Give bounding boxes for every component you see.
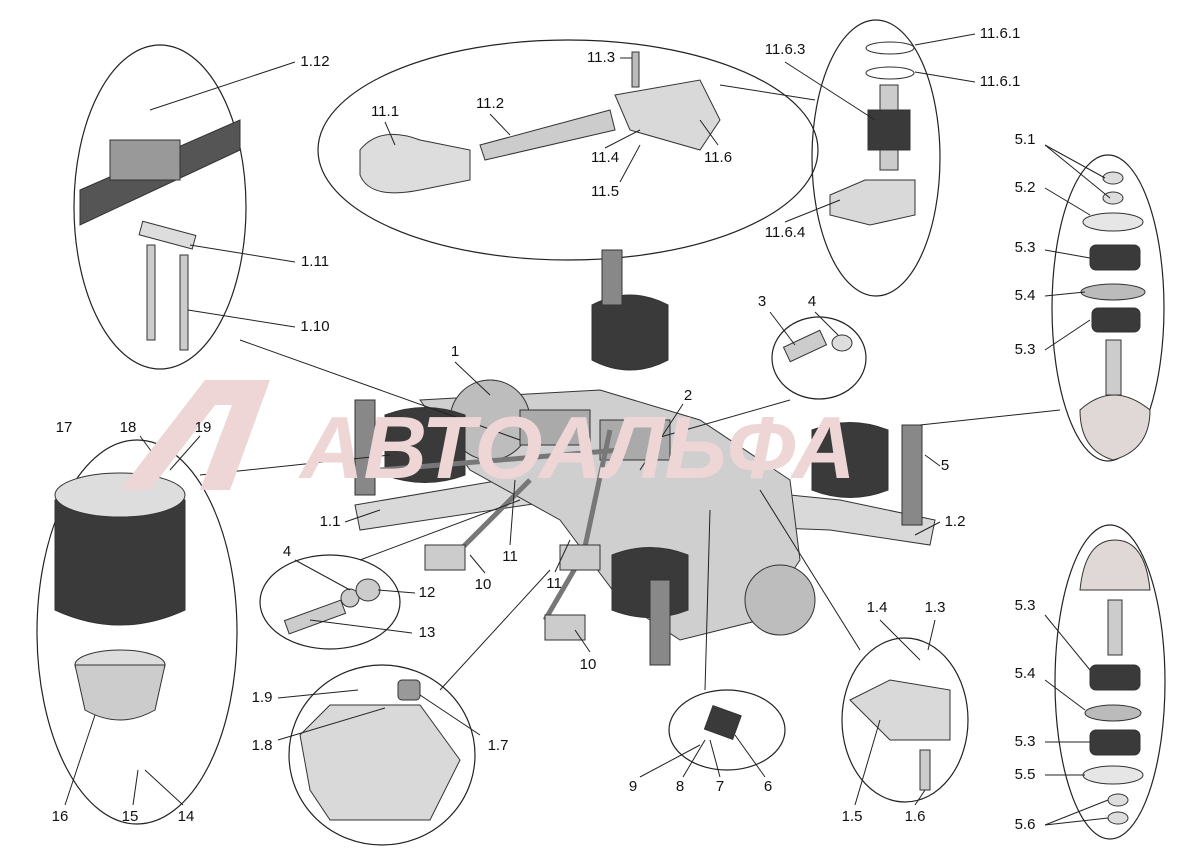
- callout-label: 12: [418, 584, 436, 601]
- callout-label: 11.5: [590, 183, 620, 200]
- callout-label: 1.1: [319, 513, 341, 530]
- callout-label: 5.4: [1014, 287, 1036, 304]
- callout-label: 7: [715, 778, 725, 795]
- callout-label: 2: [683, 387, 693, 404]
- callout-label: 1.9: [251, 689, 273, 706]
- callout-label: 18: [119, 419, 137, 436]
- svg-text:АВТОАЛЬФА: АВТОАЛЬФА: [298, 398, 856, 497]
- callout-label: 1.3: [924, 599, 946, 616]
- callout-label: 11.6.1: [979, 73, 1021, 90]
- callout-label: 1.4: [866, 599, 888, 616]
- main-axle-assembly: [354, 249, 936, 666]
- callout-label: 11.6: [703, 149, 733, 166]
- detail-callout-ellipses: [36, 19, 1166, 846]
- callout-label: 1.10: [300, 318, 330, 335]
- callout-label: 13: [418, 624, 436, 641]
- callout-label: 1.11: [300, 253, 330, 270]
- callout-label: 11: [546, 575, 562, 592]
- callout-label: 5.3: [1014, 597, 1036, 614]
- callout-label: 1.7: [487, 737, 509, 754]
- callout-label: 4: [282, 543, 292, 560]
- callout-label: 11.2: [475, 95, 505, 112]
- watermark-logo: АВТОАЛЬФА: [120, 380, 856, 497]
- callout-label: 6: [763, 778, 773, 795]
- callout-label: 11.1: [370, 103, 400, 120]
- callout-label: 5.6: [1014, 816, 1036, 833]
- callout-label: 5.4: [1014, 665, 1036, 682]
- callout-label: 10: [474, 576, 492, 593]
- callout-label: 1.2: [944, 513, 966, 530]
- callout-label: 8: [675, 778, 685, 795]
- callout-label: 5.3: [1014, 733, 1036, 750]
- callout-label: 10: [579, 656, 597, 673]
- callout-label: 1: [450, 343, 460, 360]
- callout-label: 16: [51, 808, 69, 825]
- callout-label: 9: [628, 778, 638, 795]
- callout-label: 1.12: [300, 53, 330, 70]
- callout-label: 1.8: [251, 737, 273, 754]
- callout-label: 5.3: [1014, 341, 1036, 358]
- callout-label: 5.3: [1014, 239, 1036, 256]
- callout-label: 11.6.4: [764, 224, 806, 241]
- callout-label: 19: [194, 419, 212, 436]
- callout-label: 5.1: [1014, 131, 1036, 148]
- callout-label: 1.6: [904, 808, 926, 825]
- callout-label: 5.2: [1014, 179, 1036, 196]
- callout-label: 14: [177, 808, 195, 825]
- callout-label: 4: [807, 293, 817, 310]
- callout-label: 11.6.3: [764, 41, 806, 58]
- callout-label: 11.4: [590, 149, 620, 166]
- callout-label: 5: [940, 457, 950, 474]
- callout-label: 11: [502, 548, 518, 565]
- callout-label: 11.3: [586, 49, 616, 66]
- callout-label: 11.6.1: [979, 25, 1021, 42]
- detail-parts: [54, 41, 1151, 825]
- callout-label: 1.5: [841, 808, 863, 825]
- callout-label: 17: [55, 419, 73, 436]
- callout-label: 5.5: [1014, 766, 1036, 783]
- callout-label: 15: [121, 808, 139, 825]
- callout-label: 3: [757, 293, 767, 310]
